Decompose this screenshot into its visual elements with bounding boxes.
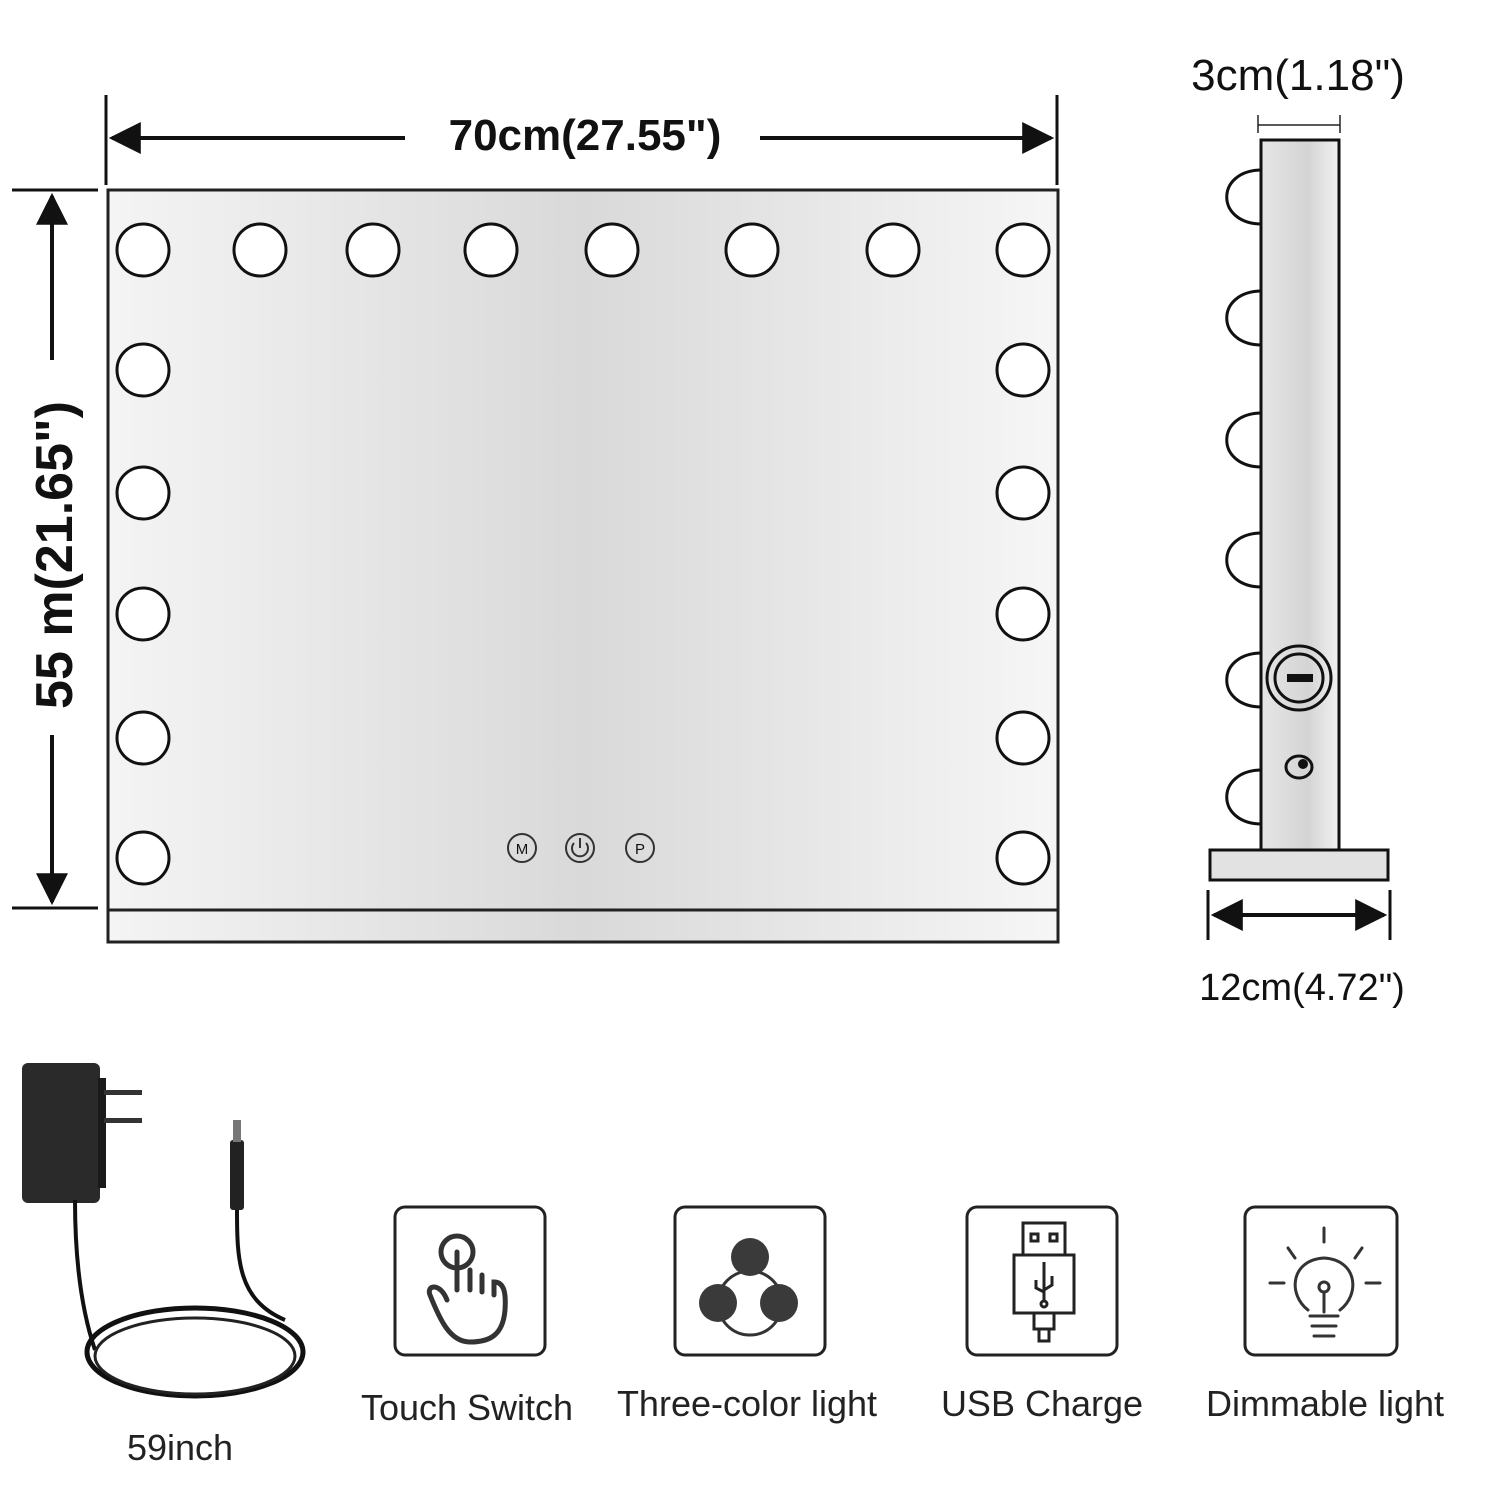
- bulb: [865, 222, 921, 278]
- touch-hand-icon: [426, 1233, 508, 1345]
- dimmer-button[interactable]: [1265, 644, 1333, 712]
- bulb: [995, 830, 1051, 886]
- svg-text:M: M: [516, 841, 529, 858]
- bulb: [995, 342, 1051, 398]
- side-bulb: [1225, 168, 1263, 226]
- depth-label: 3cm(1.18"): [1191, 51, 1405, 100]
- bulb: [115, 586, 171, 642]
- bulb: [115, 710, 171, 766]
- bulb: [995, 586, 1051, 642]
- svg-text:Three-color light: Three-color light: [617, 1383, 877, 1424]
- cable-length-label: 59inch: [127, 1427, 233, 1468]
- feature-three-color: Three-color light: [617, 1205, 877, 1424]
- bulb: [115, 830, 171, 886]
- bulb: [115, 222, 171, 278]
- feature-usb-charge: USB Charge: [941, 1205, 1143, 1424]
- bulb-group: [115, 222, 1051, 886]
- bulb: [995, 465, 1051, 521]
- side-bulb: [1225, 651, 1263, 709]
- bulb: [345, 222, 401, 278]
- side-bulb: [1225, 411, 1263, 469]
- svg-text:P: P: [635, 841, 645, 858]
- width-label: 70cm(27.55"): [449, 111, 722, 160]
- usb-icon: [1012, 1221, 1076, 1343]
- mirror-front-view: M P: [106, 188, 1060, 944]
- touch-button-power[interactable]: [565, 833, 595, 863]
- touch-button-m[interactable]: M: [507, 833, 537, 863]
- power-port: [1284, 754, 1314, 780]
- touch-button-p[interactable]: P: [625, 833, 655, 863]
- side-bulb: [1225, 531, 1263, 589]
- bulb: [584, 222, 640, 278]
- mirror-side-view: 3cm(1.18") 12cm(4.72"): [1191, 51, 1405, 1009]
- bulb: [995, 222, 1051, 278]
- bulb-icon: [1268, 1226, 1382, 1338]
- side-bulb: [1225, 289, 1263, 347]
- power-icon: [571, 842, 589, 858]
- svg-text:Dimmable light: Dimmable light: [1206, 1383, 1444, 1424]
- power-adapter: 59inch: [22, 1063, 306, 1468]
- bulb: [724, 222, 780, 278]
- height-label: 55 m(21.65"): [26, 401, 84, 709]
- base-label: 12cm(4.72"): [1199, 967, 1405, 1009]
- bulb: [115, 342, 171, 398]
- bulb: [995, 710, 1051, 766]
- feature-dimmable-light: Dimmable light: [1206, 1205, 1444, 1424]
- svg-text:Touch Switch: Touch Switch: [361, 1387, 573, 1428]
- height-dimension: 55 m(21.65"): [12, 188, 98, 910]
- bulb: [463, 222, 519, 278]
- side-bulb: [1225, 768, 1263, 826]
- bulb: [115, 465, 171, 521]
- width-dimension: 70cm(27.55"): [104, 95, 1059, 185]
- svg-text:USB Charge: USB Charge: [941, 1383, 1143, 1424]
- three-color-icon: [699, 1238, 798, 1337]
- feature-touch-switch: Touch Switch: [361, 1205, 573, 1428]
- bulb: [232, 222, 288, 278]
